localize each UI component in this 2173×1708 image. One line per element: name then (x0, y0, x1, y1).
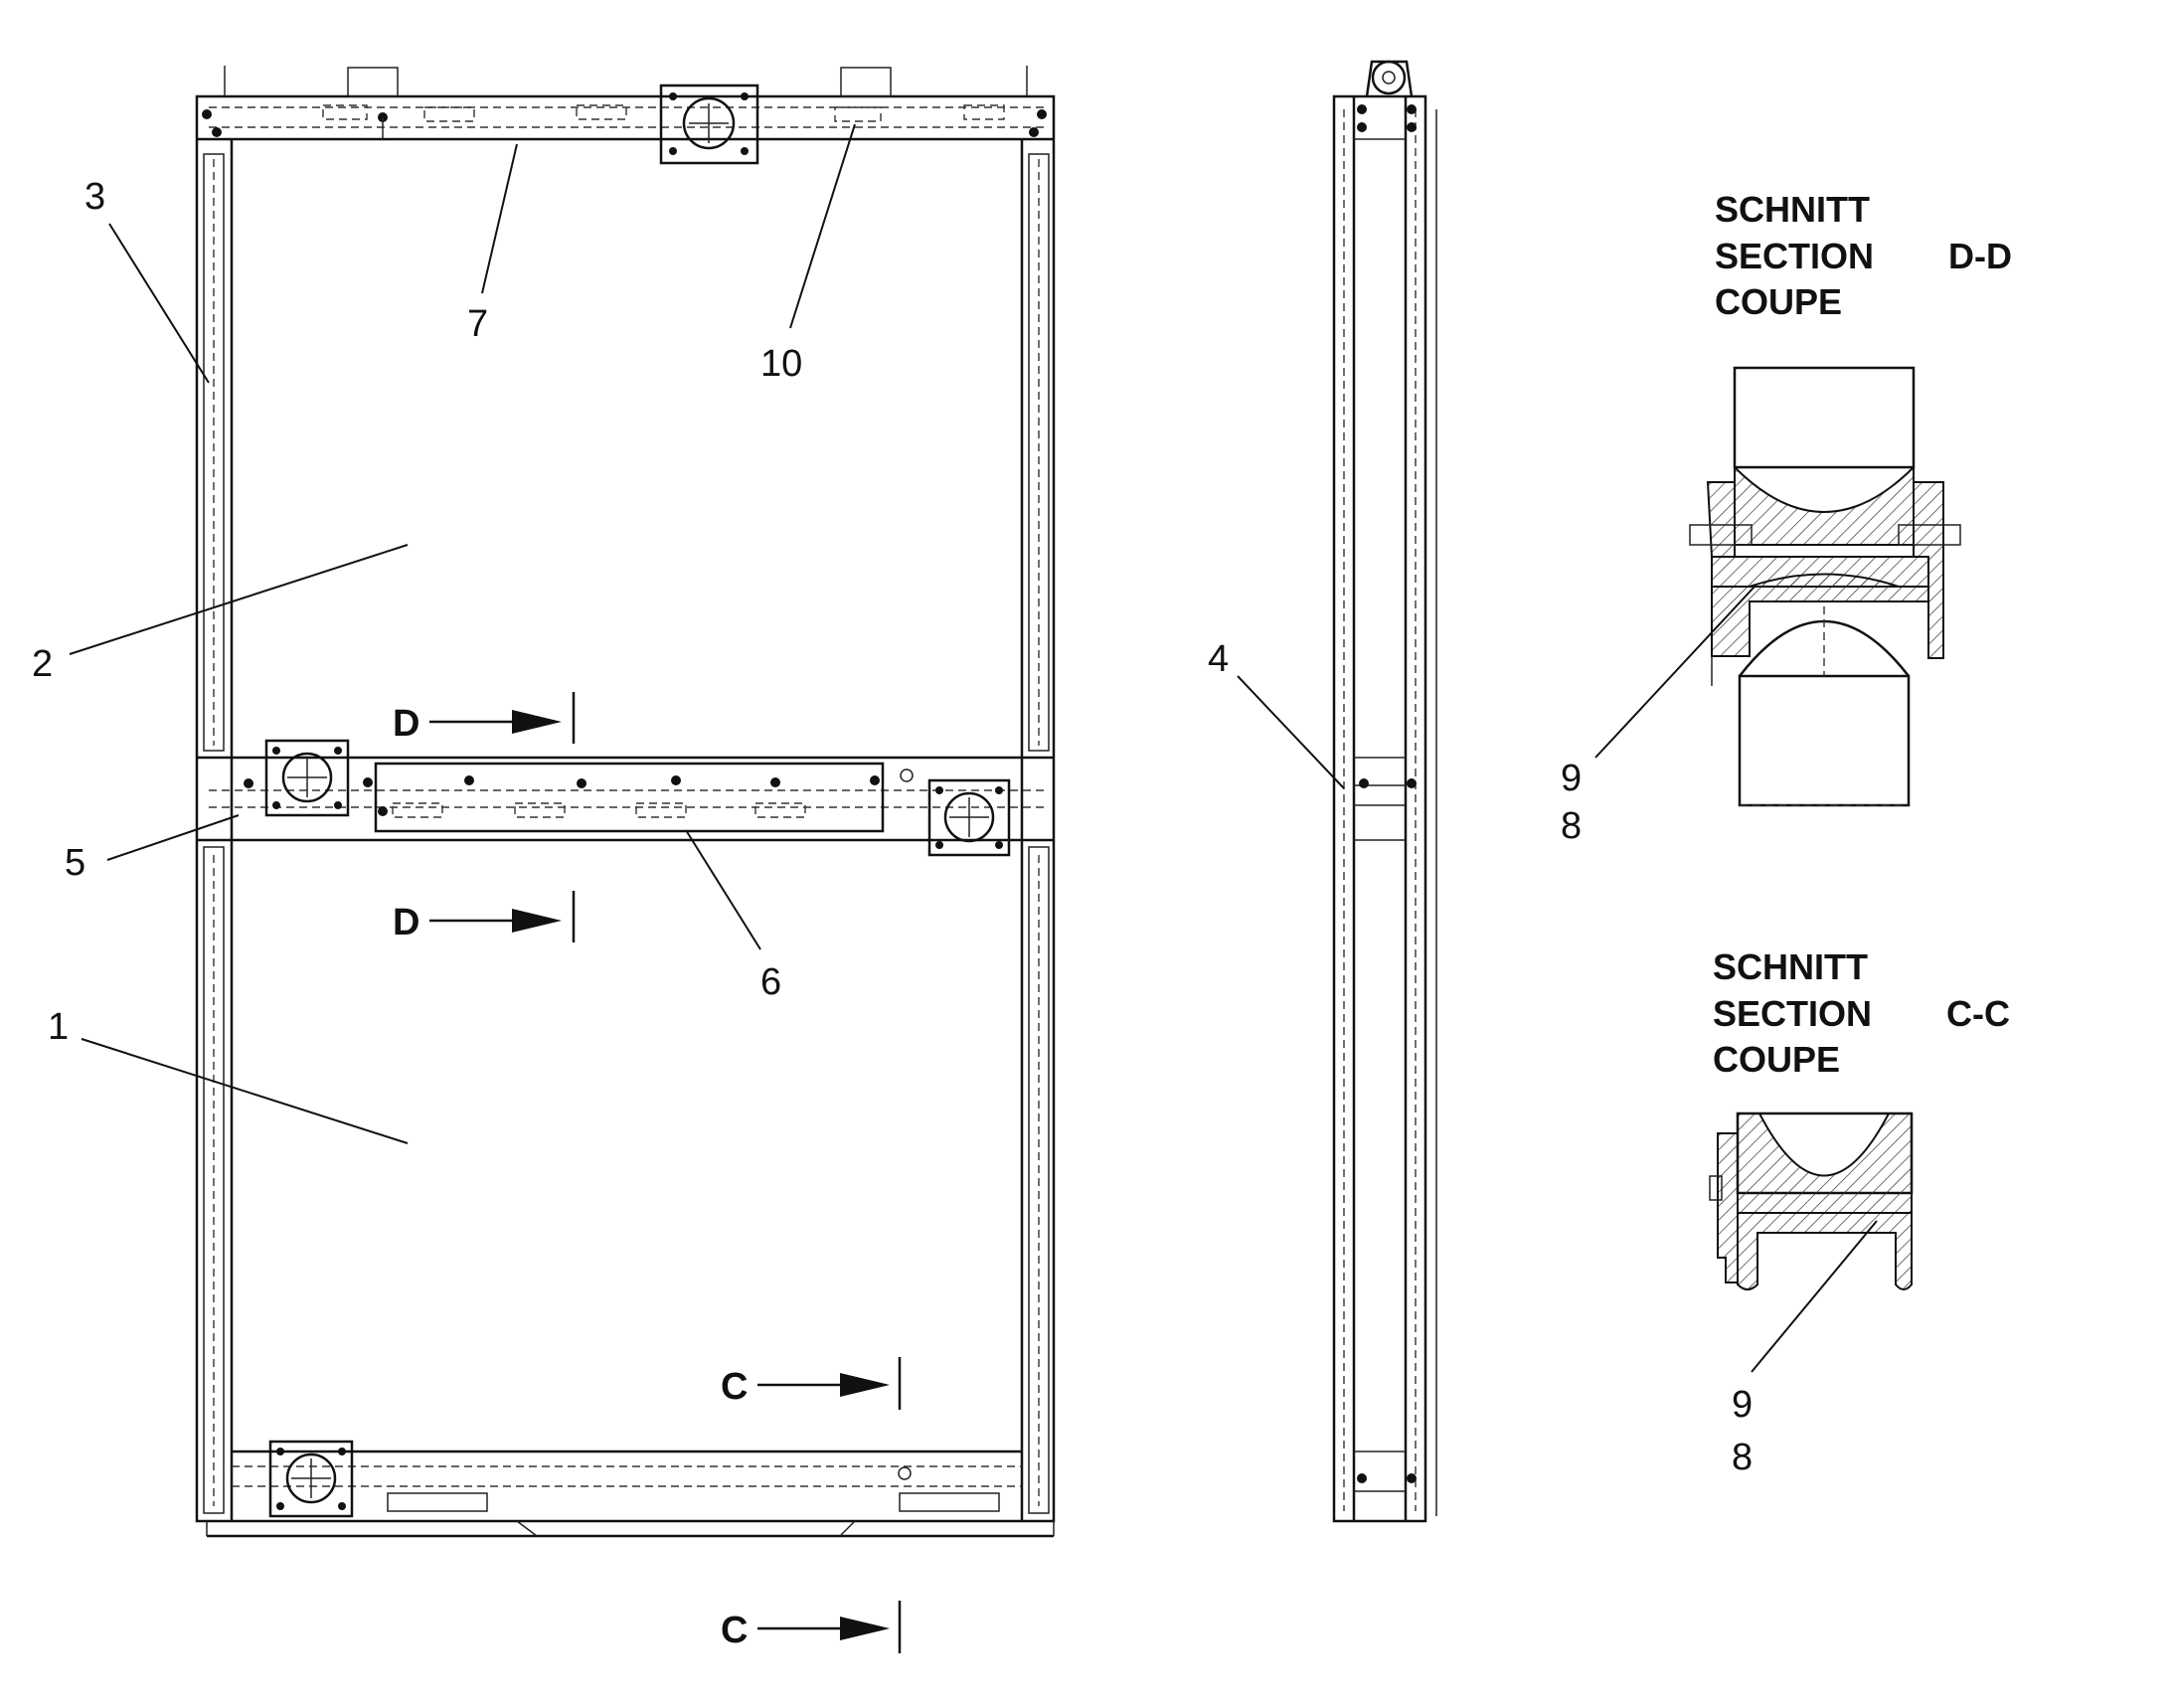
bottom-mount-block (268, 1440, 354, 1518)
part-numbers: 3 2 7 10 5 6 1 4 9 8 9 8 (32, 176, 1753, 1478)
cut-markers: D D C C (393, 692, 902, 1653)
label-8-cc: 8 (1732, 1437, 1753, 1478)
label-5: 5 (65, 842, 85, 884)
section-cc-line3: COUPE (1713, 1039, 1840, 1080)
side-view (1332, 60, 1437, 1523)
section-cc-line1: SCHNITT (1713, 946, 1868, 987)
middle-mount-right (927, 778, 1011, 857)
section-dd-line1: SCHNITT (1715, 189, 1870, 230)
label-9-cc: 9 (1732, 1384, 1753, 1426)
top-mount-block (659, 84, 759, 165)
label-10: 10 (760, 343, 802, 385)
label-7: 7 (467, 303, 488, 345)
section-cc-view: SCHNITT SECTION COUPE C-C (1709, 946, 2010, 1290)
cut-marker-d-upper: D (393, 703, 419, 745)
middle-mount-left (264, 739, 350, 817)
side-profile (1332, 94, 1427, 1523)
section-dd-view: SCHNITT SECTION COUPE D-D (1689, 189, 2012, 807)
label-3: 3 (84, 176, 105, 218)
section-dd-id: D-D (1948, 236, 2012, 276)
label-2: 2 (32, 643, 53, 685)
section-dd-line2: SECTION (1715, 236, 1874, 276)
section-cc-id: C-C (1946, 993, 2010, 1034)
cut-marker-c-upper: C (721, 1366, 748, 1408)
frame-outline (195, 94, 1056, 1523)
cut-marker-d-lower: D (393, 902, 419, 943)
cut-marker-c-lower: C (721, 1610, 748, 1651)
section-dd-line3: COUPE (1715, 281, 1842, 322)
label-4: 4 (1208, 638, 1229, 680)
section-cc-line2: SECTION (1713, 993, 1872, 1034)
front-view (195, 66, 1056, 1538)
label-8-dd: 8 (1561, 805, 1582, 847)
label-1: 1 (48, 1006, 69, 1048)
middle-bracket (374, 762, 885, 833)
label-6: 6 (760, 961, 781, 1003)
leader-lines (69, 123, 1878, 1373)
label-9-dd: 9 (1561, 758, 1582, 799)
